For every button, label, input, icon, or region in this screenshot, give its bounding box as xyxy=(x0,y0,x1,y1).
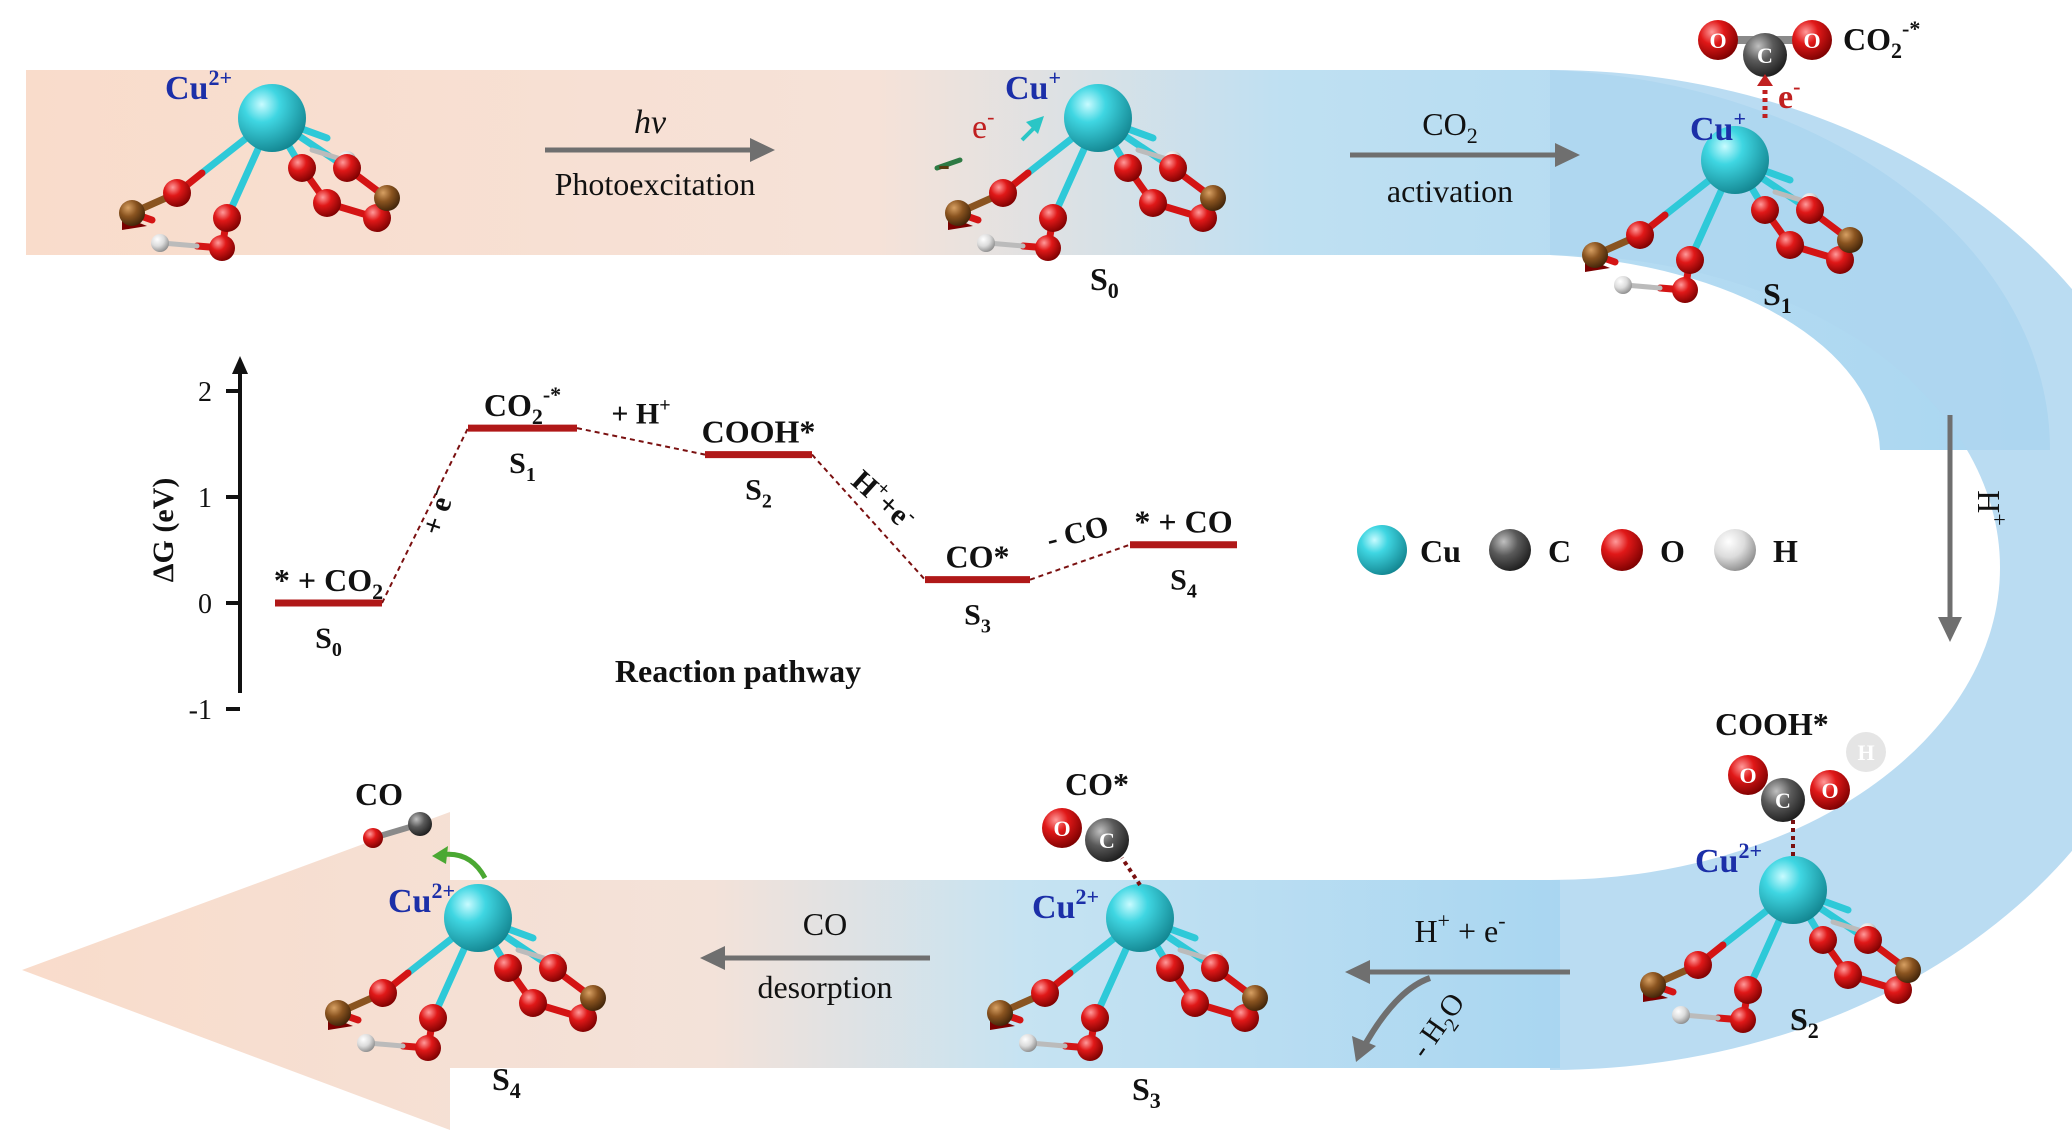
s0-cu-label: Cu+ xyxy=(1005,65,1061,107)
energy-step-label: H++e- xyxy=(845,462,922,537)
s3-adsorbate-label: CO* xyxy=(1065,766,1129,802)
co2-activation-label-2: activation xyxy=(1387,173,1513,209)
o-letter: O xyxy=(1821,778,1838,803)
step-arrows xyxy=(545,138,1962,1062)
s4-state-label: S4 xyxy=(492,1061,521,1103)
arrow-water-release xyxy=(1352,975,1432,1062)
cycle-band-top xyxy=(26,70,2051,450)
arrow-co-desorption xyxy=(700,946,930,970)
co-desorption-label-2: desorption xyxy=(757,969,892,1005)
y-tick-label: 0 xyxy=(198,589,212,620)
energy-step-label: + e- xyxy=(413,485,461,539)
legend-label: Cu xyxy=(1420,533,1461,569)
energy-level-s3: CO* S3 xyxy=(925,539,1030,638)
arrow-h-addition xyxy=(1938,415,1962,642)
h-addition-label: H+ xyxy=(1971,490,2012,526)
y-tick-label: 1 xyxy=(198,483,212,514)
energy-level-species: * + CO xyxy=(1134,504,1232,540)
h-letter: H xyxy=(1857,740,1874,765)
legend-item-c: C xyxy=(1489,529,1571,571)
initial-cu-label: Cu2+ xyxy=(165,65,232,107)
legend-label: H xyxy=(1773,533,1798,569)
legend-swatch xyxy=(1489,529,1531,571)
legend-swatch xyxy=(1714,529,1756,571)
y-axis-label: ΔG (eV) xyxy=(147,478,180,583)
o-letter: O xyxy=(1739,763,1756,788)
h-e-addition-label: H+ + e- xyxy=(1414,908,1505,949)
c-letter: C xyxy=(1757,43,1773,68)
atom-legend: Cu C O H xyxy=(1357,525,1798,575)
c-letter: C xyxy=(1775,788,1791,813)
energy-connector xyxy=(811,453,926,581)
s4-product-label: CO xyxy=(355,776,403,812)
arrow-h-e-addition xyxy=(1345,960,1570,984)
legend-label: C xyxy=(1548,533,1571,569)
y-tick-label: -1 xyxy=(189,695,212,726)
energy-step-label: - CO xyxy=(1043,509,1112,556)
energy-level-state: S0 xyxy=(315,622,342,661)
s0-electron-label: e- xyxy=(972,104,994,146)
energy-connector xyxy=(1029,543,1131,581)
legend-item-cu: Cu xyxy=(1357,525,1461,575)
photoexcitation-label: Photoexcitation xyxy=(555,166,756,202)
o-letter: O xyxy=(1053,816,1070,841)
s2-cu-label: Cu2+ xyxy=(1695,838,1762,880)
s2-cooh-adsorbate: H O C O xyxy=(1728,732,1886,856)
energy-connector xyxy=(576,427,706,456)
s1-cu-label: Cu+ xyxy=(1690,106,1746,148)
s0-state-label: S0 xyxy=(1090,261,1119,303)
s3-state-label: S3 xyxy=(1132,1071,1161,1113)
legend-label: O xyxy=(1660,533,1685,569)
s1-co2-adsorbate: O C O xyxy=(1698,20,1832,118)
y-axis-arrowhead xyxy=(232,356,248,374)
s1-state-label: S1 xyxy=(1763,276,1792,318)
energy-level-state: S2 xyxy=(745,474,772,513)
energy-level-state: S3 xyxy=(964,599,991,638)
y-tick-label: 2 xyxy=(198,377,212,408)
s3-cu-label: Cu2+ xyxy=(1032,884,1099,926)
legend-item-o: O xyxy=(1601,529,1685,571)
energy-profile: ΔG (eV) Reaction pathway 2 1 0 -1 + e- + H+ H… xyxy=(147,356,1237,726)
o-letter: O xyxy=(1803,28,1820,53)
energy-level-species: CO* xyxy=(946,539,1010,575)
x-axis-label: Reaction pathway xyxy=(615,653,861,689)
o-letter: O xyxy=(1709,28,1726,53)
s1-electron-label: e- xyxy=(1778,74,1800,116)
co2-activation-label-1: CO2 xyxy=(1422,106,1477,148)
energy-connector xyxy=(381,427,469,604)
energy-level-s1: CO2-* S1 xyxy=(468,382,577,486)
legend-item-h: H xyxy=(1714,529,1798,571)
energy-level-state: S4 xyxy=(1170,564,1197,603)
energy-level-species: * + CO2 xyxy=(274,562,383,604)
s1-adsorbate-label: CO2-* xyxy=(1843,16,1920,63)
arrow-photoexcitation xyxy=(545,138,775,162)
energy-level-s2: COOH* S2 xyxy=(702,414,816,513)
energy-level-state: S1 xyxy=(509,447,536,486)
legend-swatch xyxy=(1601,529,1643,571)
s3-co-adsorbate: O C xyxy=(1042,808,1142,887)
energy-level-species: CO2-* xyxy=(484,382,561,429)
energy-step-label: + H+ xyxy=(611,394,670,430)
cycle-band xyxy=(22,70,2072,1130)
photoexcitation-hv: hv xyxy=(634,104,667,141)
s2-adsorbate-label: COOH* xyxy=(1715,706,1829,742)
cycle-band-bottom xyxy=(22,812,1560,1130)
legend-swatch xyxy=(1357,525,1407,575)
s0-electron-arrows xyxy=(934,116,1044,171)
arrow-co2-activation xyxy=(1350,143,1580,167)
s4-cu-label: Cu2+ xyxy=(388,878,455,920)
s2-state-label: S2 xyxy=(1790,1001,1819,1043)
co-desorption-label-1: CO xyxy=(803,906,847,942)
energy-level-s4: * + CO S4 xyxy=(1130,504,1237,603)
s0-minus-sign: - xyxy=(938,144,950,184)
energy-level-species: COOH* xyxy=(702,414,816,450)
c-letter: C xyxy=(1099,828,1115,853)
cycle-band-curve xyxy=(1550,70,2072,1070)
s4-co-product xyxy=(363,812,488,880)
